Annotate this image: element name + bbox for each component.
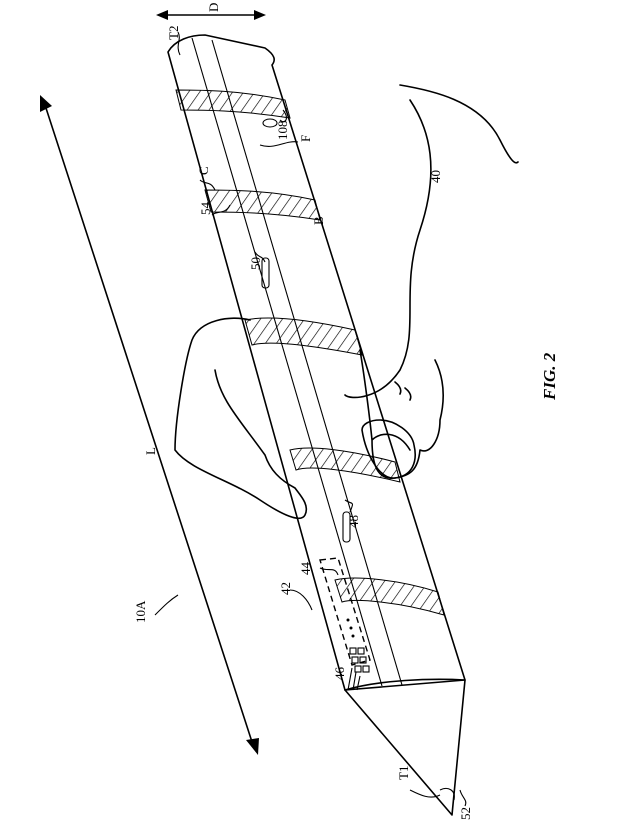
hand-fingers [361,419,416,479]
sensor-108 [262,118,278,128]
hand-back [174,84,519,520]
label-d: D [206,3,221,12]
label-108: 108 [275,121,290,141]
label-b: B [311,216,326,225]
label-42: 42 [278,582,293,595]
label-44: 44 [298,562,313,576]
label-t2: T2 [166,26,181,40]
label-t1: T1 [396,766,411,780]
leader-lines [154,31,467,807]
button-50[interactable] [261,257,270,289]
label-54: 54 [198,202,213,216]
indicators-46 [346,618,370,673]
label-52: 52 [458,807,473,820]
label-10a: 10A [133,600,148,623]
label-40: 40 [428,170,443,183]
grip-bands [175,89,445,616]
label-50: 50 [248,257,263,270]
diameter-arrow [156,10,266,20]
label-l: L [143,447,158,455]
length-arrow [40,95,259,755]
label-46: 46 [332,667,347,681]
stylus [167,34,466,816]
figure-caption: FIG. 2 [540,352,559,401]
hand-thumb [359,349,445,479]
label-48: 48 [346,515,361,528]
label-f: F [298,135,313,142]
region-44 [319,557,371,666]
label-c: C [196,166,211,175]
button-48[interactable] [342,511,351,543]
